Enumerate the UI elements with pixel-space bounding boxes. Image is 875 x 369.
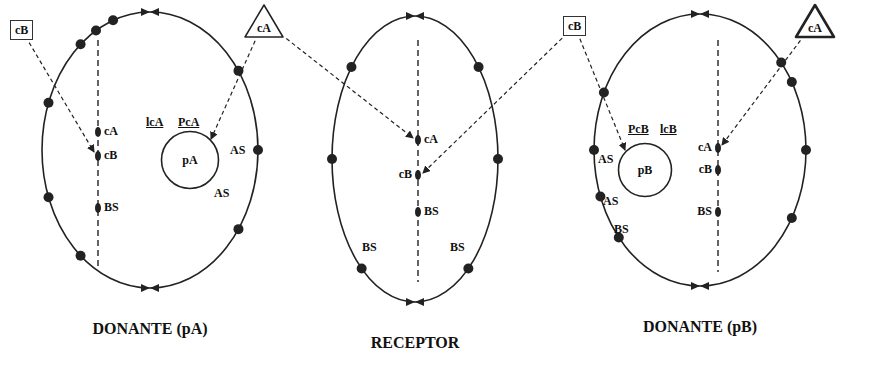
membrane-receptor [599,88,609,98]
membrane-receptor [141,8,159,16]
membrane-receptor [327,154,337,164]
membrane-receptor [406,298,424,306]
gene-marker [415,135,421,145]
membrane-receptor [76,251,86,261]
signal-square: cB [10,20,33,40]
part-label: cA [698,140,712,154]
gene-marker [715,143,721,153]
gene-marker [95,151,101,161]
signal-square: cB [563,16,586,36]
part-label: AS [230,143,245,157]
membrane-receptor [406,12,424,20]
cell-caption: DONANTE (pA) [40,320,260,338]
membrane-receptor [787,77,797,87]
part-label: lcA [146,115,163,129]
membrane-receptor [463,264,473,274]
part-label: AS [214,186,229,200]
gene-marker [415,170,421,180]
signal-connector [580,39,625,150]
membrane-receptor [253,145,263,155]
membrane-receptor [801,145,811,155]
part-label: PcA [178,115,199,129]
cell-caption: RECEPTOR [330,334,500,352]
membrane-receptor [346,62,356,72]
part-label: cA [104,124,118,138]
signal-name: cB [568,19,581,33]
membrane-receptor [589,145,599,155]
part-label: BS [424,204,439,218]
plasmid-name: pA [182,153,197,167]
part-label: AS [603,194,618,208]
signal-connector [211,41,255,139]
cell-outline: DONANTE (pB) pB [592,12,808,357]
chromosome-line [417,40,418,282]
signal-triangle: cA [244,4,284,38]
part-label: cB [104,148,117,162]
part-label: lcB [660,122,677,136]
cell-outline: DONANTE (pA) pA [40,10,260,355]
membrane-receptor [474,62,484,72]
plasmid-circle: pB [617,142,673,198]
plasmid-circle: pA [160,130,220,190]
membrane-receptor [493,154,503,164]
gene-marker [95,203,101,213]
signal-name: cA [795,21,835,35]
membrane-receptor [776,58,786,68]
membrane-receptor [233,224,243,234]
signal-name: cA [244,21,284,35]
part-label: BS [104,200,119,214]
membrane-receptor [108,15,118,25]
membrane-receptor [233,66,243,76]
chromosome-line [717,40,718,272]
membrane-receptor [357,264,367,274]
gene-marker [715,207,721,217]
plasmid-name: pB [638,163,653,177]
signal-connector [286,39,413,138]
membrane-receptor [76,39,86,49]
membrane-receptor [787,213,797,223]
cell-outline: RECEPTOR [330,14,500,359]
membrane-receptor [44,192,54,202]
cell-membrane [330,14,500,304]
part-label: cA [424,132,438,146]
signal-triangle: cA [795,4,835,38]
signal-connector [29,43,94,152]
cell-membrane [40,10,260,290]
signal-connector [722,40,800,145]
cell-caption: DONANTE (pB) [592,318,808,336]
part-label: cB [699,162,712,176]
membrane-receptor [44,98,54,108]
part-label: BS [614,222,629,236]
part-label: BS [450,240,465,254]
part-label: PcB [628,122,649,136]
part-label: BS [697,204,712,218]
part-label: AS [598,152,613,166]
membrane-receptor [691,282,709,290]
membrane-receptor [691,10,709,18]
gene-marker [715,165,721,175]
part-label: cB [399,167,412,181]
gene-marker [415,207,421,217]
signal-name: cB [15,23,28,37]
part-label: BS [362,240,377,254]
membrane-receptor [141,284,159,292]
gene-marker [95,127,101,137]
membrane-receptor [91,25,101,35]
